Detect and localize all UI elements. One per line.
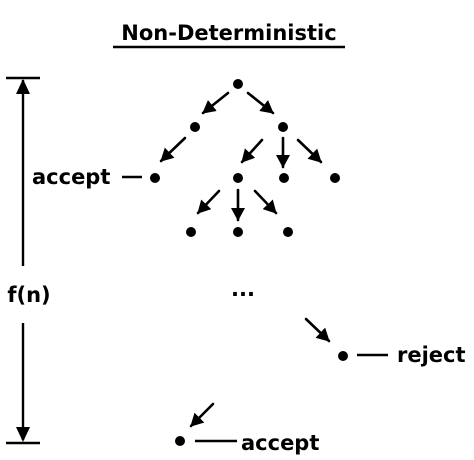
edge-arrow	[201, 91, 230, 115]
tree-node	[186, 227, 196, 237]
tree-node-accept	[150, 173, 160, 183]
tree-node-reject	[338, 351, 348, 361]
edge-arrow	[253, 189, 278, 215]
tree-nodes	[150, 79, 348, 446]
tree-node-accept-bottom	[175, 436, 185, 446]
edge-arrow	[196, 189, 221, 215]
edge-arrow	[296, 138, 323, 164]
edge-arrow	[240, 138, 264, 164]
tree-node	[279, 173, 289, 183]
tree-node	[278, 122, 288, 132]
diagram-title: Non-Deterministic	[121, 21, 336, 45]
edge-arrow	[304, 317, 331, 343]
computation-tree	[159, 91, 331, 428]
tree-node	[233, 227, 243, 237]
accept-label-upper: accept	[32, 165, 110, 189]
time-axis-down-arrowhead	[16, 427, 30, 442]
time-axis-up-arrowhead	[16, 79, 30, 94]
time-axis-label: f(n)	[7, 283, 50, 307]
reject-label: reject	[397, 343, 466, 367]
edge-arrow	[159, 136, 187, 163]
tree-node-root	[233, 79, 243, 89]
accept-label-bottom: accept	[241, 431, 319, 455]
ellipsis: ...	[231, 277, 255, 301]
tree-node	[330, 173, 340, 183]
tree-node	[233, 173, 243, 183]
time-axis: f(n)	[6, 76, 51, 445]
edge-arrow	[246, 91, 275, 115]
tree-node	[283, 227, 293, 237]
tree-node	[190, 122, 200, 132]
edge-arrow	[189, 402, 215, 428]
